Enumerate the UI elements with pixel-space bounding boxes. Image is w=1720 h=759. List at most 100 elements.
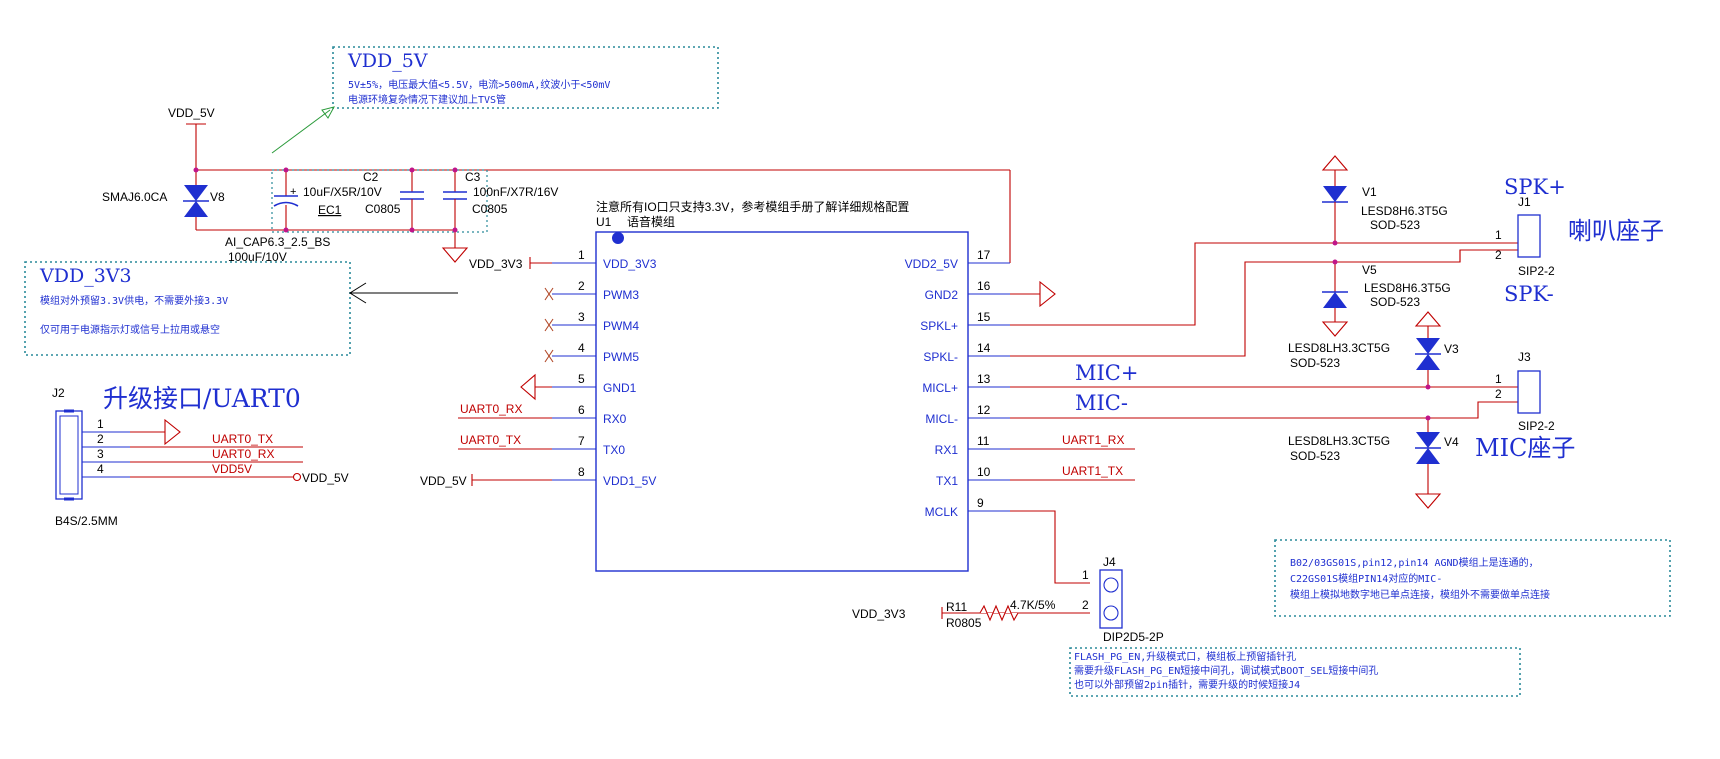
j1-pin1-num: 1	[1495, 228, 1502, 242]
note-pointer-green-arrow	[321, 106, 335, 119]
svg-text:VDD2_5V: VDD2_5V	[905, 257, 958, 271]
svg-text:5: 5	[578, 372, 585, 386]
u1-pin-9: 9 MCLK	[925, 496, 1010, 519]
r11-symbol	[979, 604, 1019, 622]
j4-pin2-num: 2	[1082, 598, 1089, 612]
svg-text:TX0: TX0	[603, 443, 625, 457]
v3-footprint: SOD-523	[1290, 356, 1340, 370]
note-flash-line2: 需要升级FLASH_PG_EN短接中间孔，调试模式BOOT_SEL短接中间孔	[1074, 664, 1378, 677]
svg-text:MCLK: MCLK	[925, 505, 958, 519]
u1-pin-7: 7 TX0	[552, 434, 625, 457]
gnd-symbol-pin16	[1039, 280, 1056, 308]
svg-text:GND2: GND2	[925, 288, 959, 302]
v5-ref: V5	[1362, 263, 1377, 277]
u1-pin-13: 13 MICL+	[922, 372, 1010, 395]
svg-text:PWM5: PWM5	[603, 350, 639, 364]
u1-pin-10: 10 TX1	[936, 465, 1010, 488]
svg-text:4: 4	[97, 462, 104, 476]
svg-text:PWM4: PWM4	[603, 319, 639, 333]
net-uart0-rx-j2: UART0_RX	[212, 447, 274, 461]
c2-ref: C2	[363, 170, 379, 184]
gnd-symbol-c3	[441, 247, 469, 263]
v4-ref: V4	[1444, 435, 1459, 449]
u1-pin-16: 16 GND2	[925, 279, 1010, 302]
note-vdd5v-title: VDD_5V	[347, 50, 428, 72]
svg-text:12: 12	[977, 403, 991, 417]
note-io: 注意所有IO口只支持3.3V，参考模组手册了解详细规格配置	[596, 199, 909, 214]
v5-value: LESD8H6.3T5G	[1364, 281, 1451, 295]
c3-value: 100nF/X7R/16V	[473, 185, 558, 199]
note-agnd-line3: 模组上模拟地数字地已单点连接，模组外不需要做单点连接	[1290, 588, 1550, 601]
v5-gnd-symbol	[1321, 321, 1349, 337]
ec1-ref: EC1	[318, 203, 342, 217]
v5-junction	[1332, 259, 1338, 265]
svg-text:3: 3	[97, 447, 104, 461]
j1-ref: J1	[1518, 195, 1531, 209]
ec1-value: 100uF/10V	[228, 250, 287, 264]
j4-pin1-num: 1	[1082, 568, 1089, 582]
svg-text:17: 17	[977, 248, 991, 262]
j4-ref: J4	[1103, 555, 1116, 569]
ec1-plus: +	[290, 186, 296, 198]
svg-text:9: 9	[977, 496, 984, 510]
svg-text:1: 1	[578, 248, 585, 262]
v1-ref: V1	[1362, 185, 1377, 199]
svg-text:SPKL-: SPKL-	[923, 350, 958, 364]
v3-gnd-symbol	[1414, 311, 1442, 327]
svg-text:MICL-: MICL-	[925, 412, 958, 426]
svg-text:VDD_3V3: VDD_3V3	[603, 257, 657, 271]
j2-vdd5v-port	[292, 472, 302, 482]
u1-pin-8: 8 VDD1_5V	[552, 465, 656, 488]
u1-pin-2: 2 PWM3	[552, 279, 639, 302]
net-vdd5v-j2-port: VDD_5V	[302, 471, 349, 485]
c2-footprint: C0805	[365, 202, 401, 216]
note-flash-line1: FLASH_PG_EN,升级模式口，模组板上预留插针孔	[1074, 650, 1296, 663]
u1-pin-3: 3 PWM4	[552, 310, 639, 333]
v4-gnd-symbol	[1414, 493, 1442, 509]
svg-text:MICL+: MICL+	[922, 381, 958, 395]
j2-footprint: B4S/2.5MM	[55, 514, 118, 528]
j1-footprint: SIP2-2	[1518, 264, 1555, 278]
j3-pin1-num: 1	[1495, 372, 1502, 386]
u1-pin-14: 14 SPKL-	[923, 341, 1010, 364]
svg-text:11: 11	[977, 434, 990, 448]
svg-text:1: 1	[97, 417, 104, 431]
no-connect-marks	[544, 287, 554, 363]
r11-footprint: R0805	[946, 616, 982, 630]
note-vdd3v3-line2: 仅可用于电源指示灯或信号上拉用或悬空	[40, 323, 220, 336]
net-vdd5v-pin8: VDD_5V	[420, 474, 467, 488]
svg-text:13: 13	[977, 372, 991, 386]
net-uart0-rx-u1: UART0_RX	[460, 402, 522, 416]
svg-text:10: 10	[977, 465, 991, 479]
c2-value: 10uF/X5R/10V	[303, 185, 382, 199]
u1-pin-5: 5 GND1	[552, 372, 637, 395]
svg-text:TX1: TX1	[936, 474, 958, 488]
v1-gnd-symbol	[1321, 155, 1349, 171]
v4-footprint: SOD-523	[1290, 449, 1340, 463]
cap-group-box	[271, 169, 488, 233]
note-vdd5v-line2: 电源环境复杂情况下建议加上TVS管	[348, 93, 506, 106]
mclk-wire	[1010, 510, 1090, 584]
svg-text:14: 14	[977, 341, 991, 355]
v8-value: SMAJ6.0CA	[102, 190, 167, 204]
j4-footprint: DIP2D5-2P	[1103, 630, 1164, 644]
v3-value: LESD8LH3.3CT5G	[1288, 341, 1390, 355]
j2-body-inner	[59, 415, 79, 495]
svg-text:2: 2	[97, 432, 104, 446]
net-vdd5v-j2: VDD5V	[212, 462, 252, 476]
note-vdd5v-line1: 5V±5%，电压最大值<5.5V，电流>500mA,纹波小于<50mV	[348, 78, 610, 91]
u1-ref: U1	[596, 215, 612, 229]
u1-pin-4: 4 PWM5	[552, 341, 639, 364]
v5-diode-symbol	[1322, 291, 1348, 308]
v8-ref: V8	[210, 190, 225, 204]
net-vdd3v3-r11: VDD_3V3	[852, 607, 906, 621]
j3-ref: J3	[1518, 350, 1531, 364]
svg-text:7: 7	[578, 434, 585, 448]
j3-pin2-num: 2	[1495, 387, 1502, 401]
j4-hole-1	[1103, 577, 1119, 593]
j4-hole-2	[1103, 605, 1119, 621]
j1-pin2-num: 2	[1495, 248, 1502, 262]
note-flash-line3: 也可以外部预留2pin插针，需要升级的时候短接J4	[1074, 678, 1300, 691]
note-pointer-green	[271, 109, 331, 154]
ec1-plate-bottom	[273, 201, 299, 207]
